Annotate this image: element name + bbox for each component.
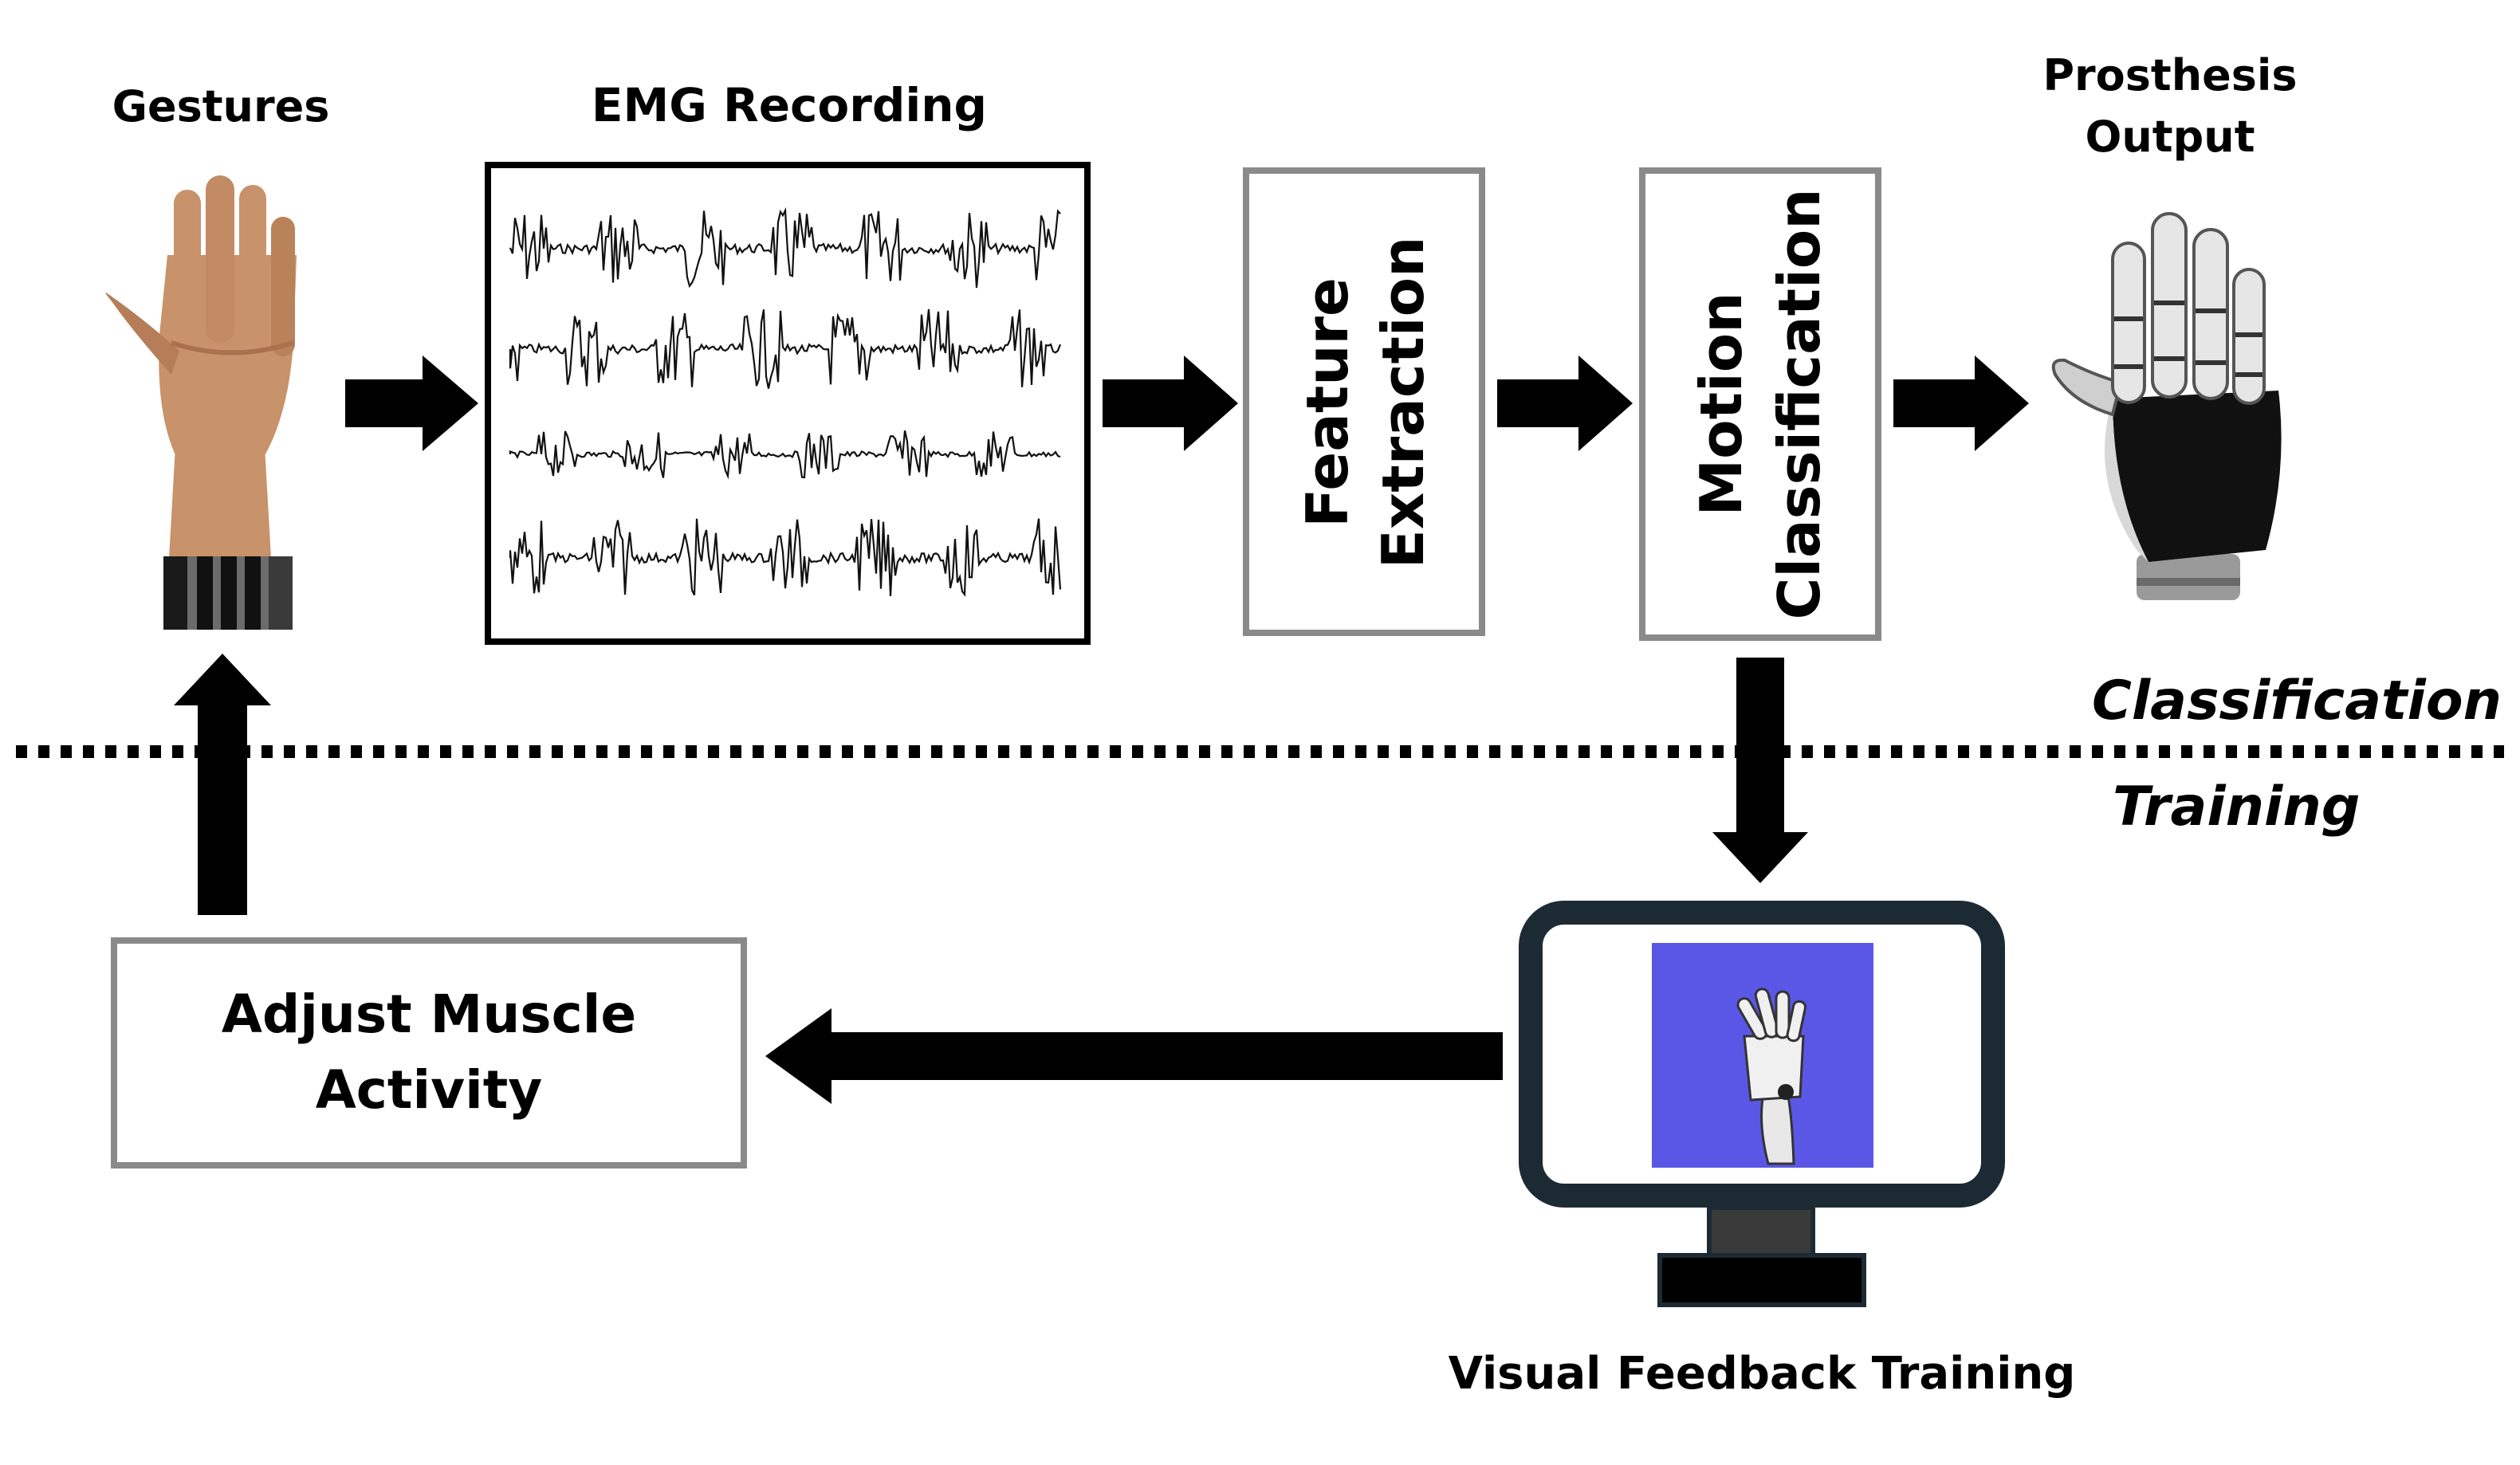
arrow-emg-to-feature-extraction [1103, 355, 1238, 451]
feature-extraction-line2: Extraction [1370, 237, 1437, 569]
motion-classification-line1: Motion [1688, 293, 1755, 516]
feature-extraction-box [1243, 167, 1485, 636]
motion-classification-line2: Classification [1766, 189, 1833, 620]
emg-trace-1 [509, 206, 1061, 289]
screen-robotic-hand-icon [1736, 988, 1807, 1165]
prosthesis-title-line2: Output [2085, 112, 2255, 162]
arrow-gestures-to-emg [345, 355, 478, 451]
adjust-muscle-activity-box [111, 937, 747, 1168]
emg-trace-2 [509, 308, 1062, 389]
feature-extraction-line1: Feature [1294, 277, 1361, 528]
classification-section-label: Classification [2092, 670, 2502, 732]
arrow-classification-to-prosthesis [1893, 355, 2029, 451]
prosthesis-title-line1: Prosthesis [2042, 50, 2297, 100]
visual-feedback-title: Visual Feedback Training [1449, 1348, 2076, 1400]
arrow-adjust-to-gestures [174, 654, 271, 915]
monitor-icon [1519, 901, 2005, 1307]
gestures-title: Gestures [112, 81, 330, 132]
emg-recording-title: EMG Recording [592, 78, 987, 132]
arrow-feature-to-motion-classification [1497, 355, 1633, 451]
adjust-muscle-line1: Adjust Muscle [222, 984, 636, 1045]
robotic-hand-icon [2051, 212, 2282, 600]
human-hand-icon [105, 175, 297, 630]
adjust-muscle-line2: Activity [316, 1059, 543, 1121]
emg-trace-3 [509, 430, 1061, 480]
arrow-feedback-to-adjust [765, 1008, 1503, 1104]
motion-classification-box [1639, 167, 1881, 641]
emg-signal-traces [509, 206, 1062, 597]
arrow-classification-to-feedback [1712, 658, 1808, 883]
emg-trace-4 [509, 518, 1062, 597]
training-section-label: Training [2113, 776, 2360, 839]
